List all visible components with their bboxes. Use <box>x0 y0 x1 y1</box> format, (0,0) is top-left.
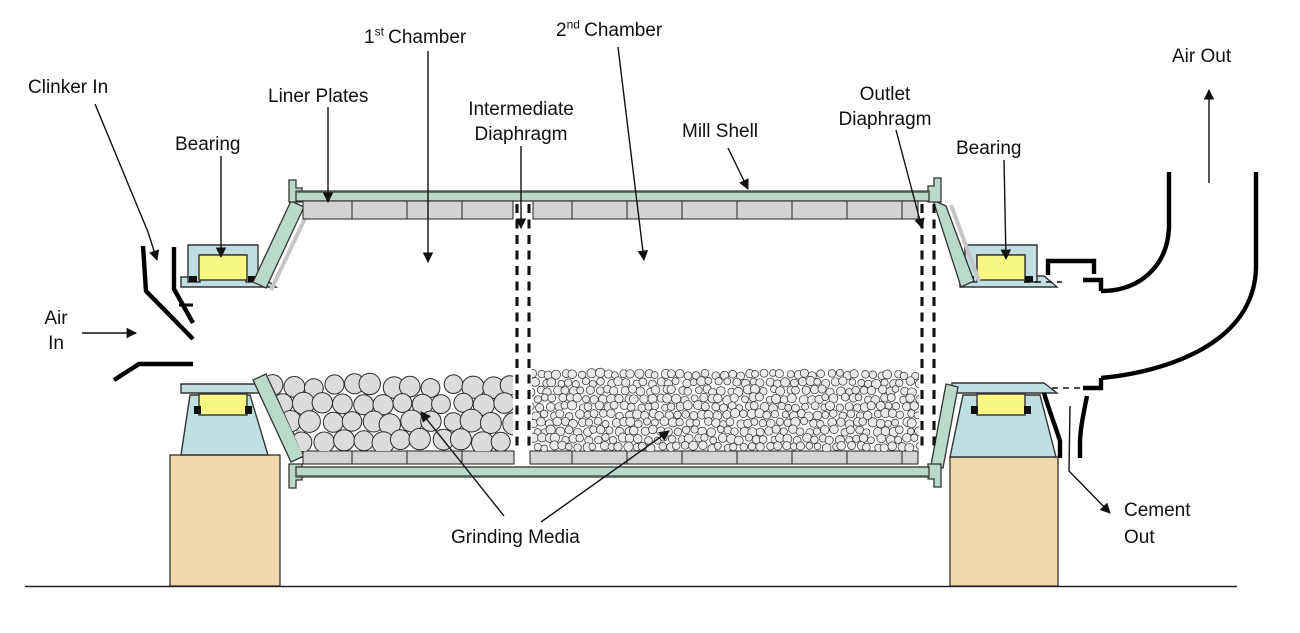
grinding-media-chamber2 <box>532 367 919 451</box>
label-mill-shell: Mill Shell <box>682 121 759 142</box>
label-intermediate-diaphragm-line2: Diaphragm <box>474 123 568 145</box>
intermediate-diaphragm-shape <box>515 204 531 451</box>
label-outlet-diaphragm: Outlet Diaphragm <box>822 83 948 132</box>
mill-end-cones <box>252 177 981 489</box>
liner-plates-shape <box>302 200 919 465</box>
label-cement-out: Cement Out <box>1124 497 1191 551</box>
label-air-out: Air Out <box>1172 46 1232 67</box>
label-intermediate-diaphragm: Intermediate Diaphragm <box>448 98 594 147</box>
label-outlet-diaphragm-line1: Outlet <box>859 84 911 105</box>
first-chamber-ordinal: st <box>374 24 384 39</box>
outlet-diaphragm-shape <box>920 204 936 451</box>
grinding-media-chamber1 <box>262 372 513 451</box>
feed-chute <box>112 245 195 382</box>
second-chamber-number: 2 <box>556 20 567 41</box>
discharge-assembly <box>1024 172 1259 458</box>
second-chamber-word: Chamber <box>584 20 663 41</box>
leader-arrows <box>82 46 1215 523</box>
label-clinker-in: Clinker In <box>28 77 109 98</box>
label-cement-out-line1: Cement <box>1124 500 1191 521</box>
label-bearing-left: Bearing <box>175 134 241 155</box>
label-first-chamber: 1st Chamber <box>364 26 466 51</box>
first-chamber-word: Chamber <box>388 27 467 48</box>
label-cement-out-line2: Out <box>1124 527 1155 548</box>
second-chamber-ordinal: nd <box>566 17 580 32</box>
label-air-in-line2: In <box>48 332 64 354</box>
cement-out-arrow <box>1068 405 1111 514</box>
label-bearing-right: Bearing <box>956 138 1022 159</box>
trunnion-bars <box>180 275 1060 394</box>
label-liner-plates: Liner Plates <box>268 86 369 107</box>
label-intermediate-diaphragm-line1: Intermediate <box>468 99 574 120</box>
label-second-chamber: 2nd Chamber <box>556 19 662 44</box>
bearing-housings-top <box>187 244 1038 283</box>
first-chamber-number: 1 <box>364 27 375 48</box>
label-outlet-diaphragm-line2: Diaphragm <box>838 108 932 130</box>
label-grinding-media: Grinding Media <box>451 527 580 548</box>
label-air-in: Air In <box>33 307 79 356</box>
bearing-blocks-bottom <box>194 393 1031 416</box>
foundation-piers <box>169 454 1059 587</box>
label-air-in-line1: Air <box>44 308 68 329</box>
